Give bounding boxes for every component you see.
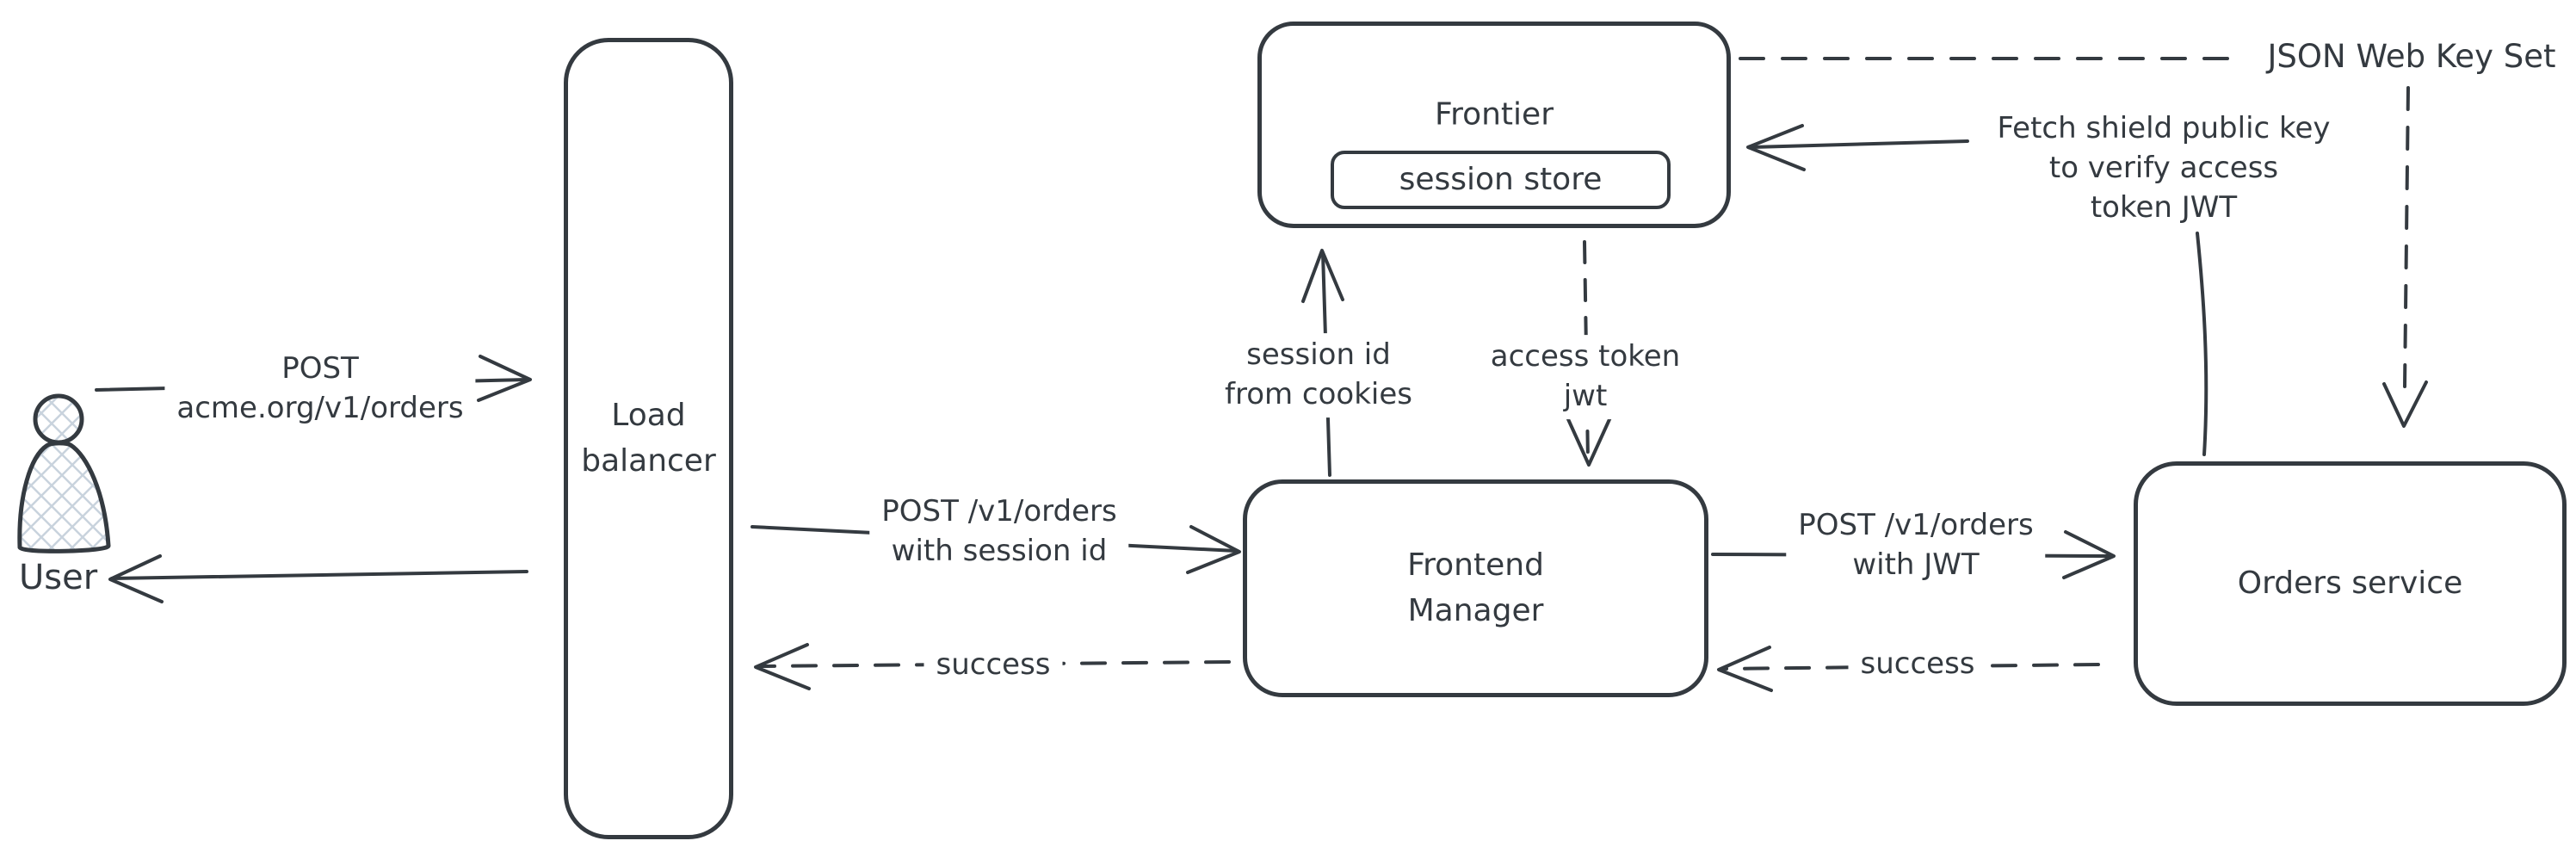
edge-label-user-to-lb-line1: POST bbox=[281, 351, 359, 386]
arrowhead-lb-to-user bbox=[108, 554, 164, 603]
edge-label-user-to-lb: POST acme.org/v1/orders bbox=[164, 347, 476, 431]
edge-label-fm-to-frontier: session id from cookies bbox=[1213, 333, 1424, 417]
arrowhead-lb-to-fm bbox=[1186, 525, 1241, 574]
user-body bbox=[17, 441, 111, 553]
node-session-store: session store bbox=[1331, 151, 1671, 209]
edge-label-fm-to-orders: POST /v1/orders with JWT bbox=[1786, 504, 2046, 588]
orders-service-label: Orders service bbox=[2237, 565, 2463, 601]
edge-label-fm-to-orders-line2: with JWT bbox=[1852, 547, 1980, 582]
arrowhead-fm-to-lb bbox=[754, 643, 811, 690]
node-frontier: Frontier session store bbox=[1257, 22, 1731, 228]
edge-label-fm-to-orders-line1: POST /v1/orders bbox=[1798, 508, 2034, 543]
edge-label-orders-to-fm-success: success bbox=[1848, 642, 1987, 687]
edge-label-lb-to-fm-line2: with session id bbox=[891, 534, 1108, 568]
arrow-fetch-to-frontier bbox=[1751, 139, 1969, 149]
arrowhead-fm-to-frontier bbox=[1301, 249, 1344, 303]
user-label: User bbox=[19, 558, 98, 597]
frontend-manager-label-line2: Manager bbox=[1407, 592, 1544, 628]
user-head bbox=[33, 393, 84, 445]
arrowhead-jwks-to-orders bbox=[2382, 380, 2428, 428]
arrow-frontier-to-fm-dashed bbox=[1583, 240, 1590, 462]
edge-label-fm-to-frontier-line1: session id bbox=[1246, 337, 1391, 373]
load-balancer-label-line1: Load bbox=[611, 398, 686, 434]
arrowhead-fm-to-orders bbox=[2062, 530, 2116, 579]
jwks-label: JSON Web Key Set bbox=[2264, 33, 2560, 81]
edge-label-fetch-key-line1: Fetch shield public key bbox=[1997, 111, 2331, 146]
load-balancer-label-line2: balancer bbox=[581, 442, 716, 479]
node-load-balancer: Load balancer bbox=[564, 38, 733, 839]
arrowhead-orders-to-fm bbox=[1717, 646, 1773, 692]
edge-label-fetch-key: Fetch shield public key to verify access… bbox=[1985, 107, 2343, 231]
frontend-manager-label-line1: Frontend bbox=[1407, 547, 1544, 584]
edge-label-frontier-to-fm-line1: access token bbox=[1490, 339, 1681, 374]
edge-label-fetch-key-line2: to verify access bbox=[2048, 151, 2279, 186]
edge-label-fetch-key-line3: token JWT bbox=[2090, 189, 2238, 225]
arrowhead-fetch-to-frontier bbox=[1746, 124, 1806, 171]
edge-label-fm-to-frontier-line2: from cookies bbox=[1225, 377, 1412, 411]
arrow-lb-to-user bbox=[110, 570, 528, 580]
edge-label-lb-to-fm-line1: POST /v1/orders bbox=[881, 494, 1117, 529]
user-figure-icon bbox=[17, 393, 111, 553]
edge-label-lb-to-fm: POST /v1/orders with session id bbox=[869, 490, 1129, 574]
edge-label-frontier-to-fm-line2: jwt bbox=[1563, 379, 1608, 413]
line-orders-to-fetch-curve bbox=[2196, 232, 2208, 456]
arrow-fm-to-lb-dashed bbox=[759, 660, 1231, 668]
arrow-jwks-to-orders-dashed bbox=[2403, 86, 2410, 389]
edge-label-fm-to-lb-success: success bbox=[924, 643, 1063, 688]
arrowhead-frontier-to-fm bbox=[1566, 416, 1612, 467]
node-frontend-manager: Frontend Manager bbox=[1243, 479, 1708, 697]
edge-label-frontier-to-fm: access token jwt bbox=[1478, 335, 1693, 419]
session-store-label: session store bbox=[1399, 161, 1603, 197]
edge-label-user-to-lb-line2: acme.org/v1/orders bbox=[176, 391, 464, 425]
arrowhead-user-to-lb bbox=[477, 355, 532, 402]
node-orders-service: Orders service bbox=[2134, 461, 2567, 706]
frontier-label: Frontier bbox=[1434, 96, 1554, 133]
